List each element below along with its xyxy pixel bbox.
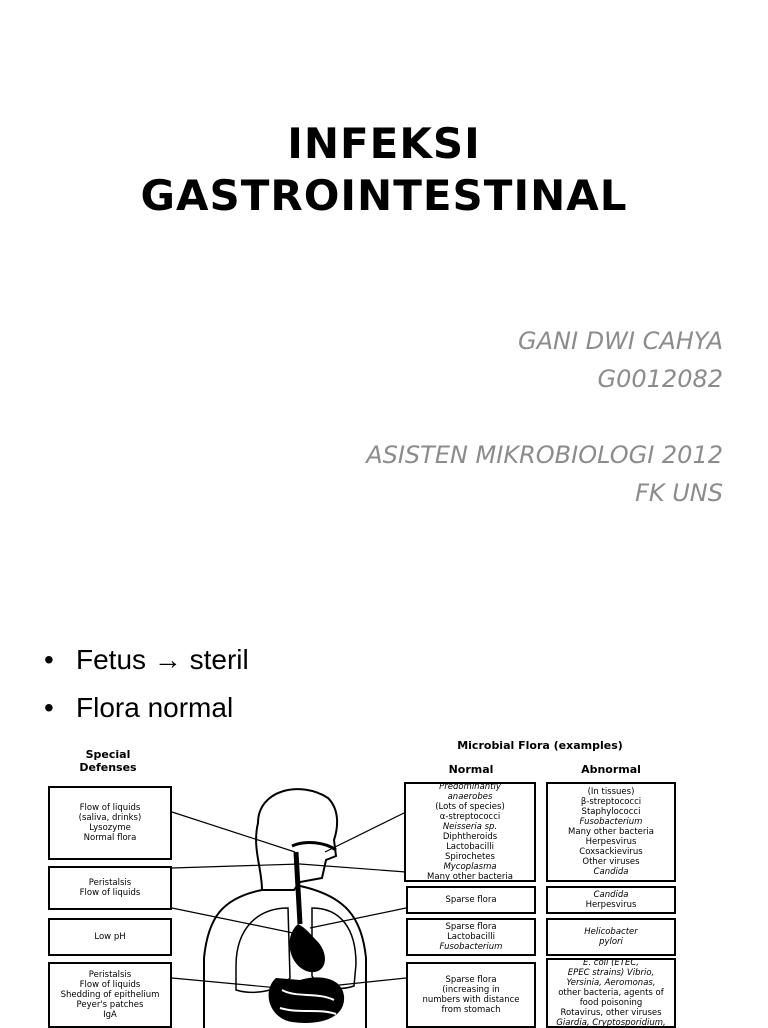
content-slide: Fetus → steril Flora normal: [0, 628, 768, 1028]
bullet-list: Fetus → steril Flora normal: [44, 636, 249, 732]
role: ASISTEN MIKROBIOLOGI 2012: [366, 441, 723, 469]
bullet-item: Fetus → steril: [44, 636, 249, 684]
title-slide: INFEKSI GASTROINTESTINAL GANI DWI CAHYA …: [0, 118, 768, 512]
student-id: G0012082: [597, 365, 723, 393]
normal-header: Normal: [448, 763, 494, 776]
institution: FK UNS: [635, 479, 723, 507]
slide-subtitle: GANI DWI CAHYA G0012082 ASISTEN MIKROBIO…: [366, 322, 723, 512]
defenses-header: Special Defenses: [79, 748, 137, 774]
abnormal-flora-box-intestine: E. coli (ETEC,EPEC strains) Vibrio,Yersi…: [546, 958, 676, 1028]
flora-header: Microbial Flora (examples): [457, 739, 623, 752]
author-name: GANI DWI CAHYA: [517, 327, 723, 355]
normal-flora-box-esophagus: Sparse flora: [406, 886, 536, 914]
abnormal-header: Abnormal: [581, 763, 641, 776]
anatomy-illustration: [171, 788, 407, 1028]
title-line: GASTROINTESTINAL: [140, 171, 628, 220]
defense-box-stomach: Low pH: [48, 918, 172, 956]
title-line: INFEKSI: [287, 119, 481, 168]
bullet-item: Flora normal: [44, 684, 249, 732]
gi-flora-figure: Special Defenses Microbial Flora (exampl…: [0, 728, 768, 1028]
slide-title: INFEKSI GASTROINTESTINAL: [0, 118, 768, 222]
